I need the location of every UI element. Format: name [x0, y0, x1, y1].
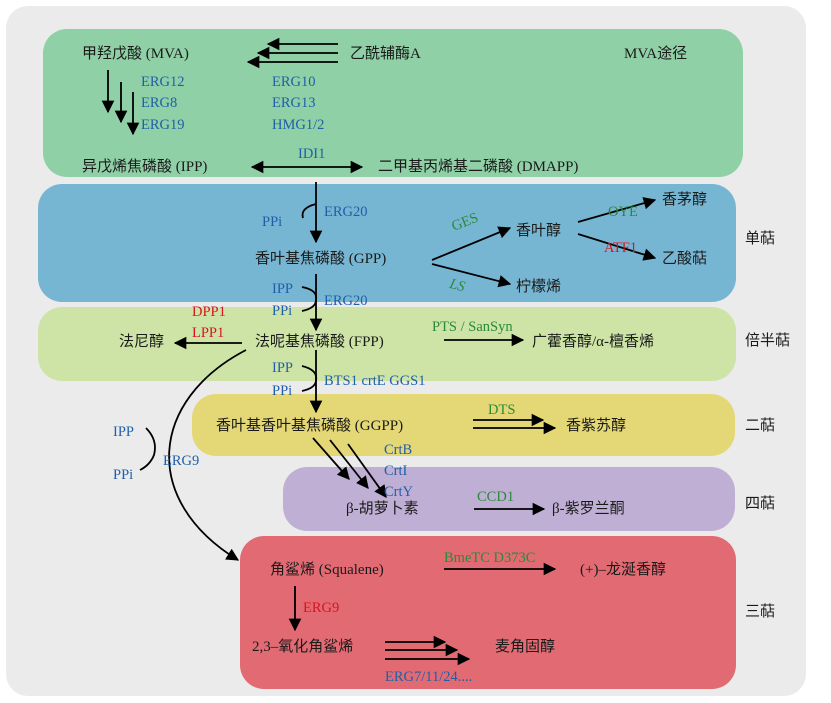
enzyme-crty: CrtY — [384, 484, 413, 500]
enzyme-erg20-1: ERG20 — [324, 204, 368, 220]
compound-fpp: 法呢基焦磷酸 (FPP) — [255, 334, 384, 350]
compound-squalene: 角鲨烯 (Squalene) — [270, 562, 384, 578]
compound-farnesol: 法尼醇 — [119, 334, 165, 350]
compound-gpp: 香叶基焦磷酸 (GPP) — [255, 251, 387, 267]
compound-citronellol: 香茅醇 — [662, 192, 708, 208]
compound-ambrein: (+)–龙涎香醇 — [580, 562, 666, 578]
ipp-uptake-2 — [301, 286, 318, 312]
cofactor-ppi-4: PPi — [113, 467, 134, 483]
compound-limonene: 柠檬烯 — [516, 279, 562, 295]
section-label-sesqui: 倍半萜 — [745, 333, 791, 349]
compound-ipp: 异戊烯焦磷酸 (IPP) — [82, 159, 208, 175]
section-label-di: 二萜 — [745, 418, 776, 434]
arrow-geraniol-citronellol — [577, 197, 657, 223]
enzyme-bmetc-d373c: BmeTC D373C — [444, 550, 536, 566]
compound-patchoulol: 广藿香醇/α-檀香烯 — [532, 334, 655, 350]
enzyme-erg7-11-24: ERG7/11/24.... — [385, 669, 473, 685]
arrow-fpp-squalene — [168, 349, 247, 561]
enzyme-erg13: ERG13 — [272, 95, 316, 111]
enzyme-crti: CrtI — [384, 463, 408, 479]
ppi-release-1 — [301, 203, 317, 219]
mva-pathway-band — [43, 29, 743, 177]
monoterpene-band — [38, 184, 736, 302]
arrow-ggpp-carotene-1 — [312, 437, 350, 480]
enzyme-hmg: HMG1/2 — [272, 117, 325, 133]
enzyme-erg12: ERG12 — [141, 74, 185, 90]
cofactor-ppi-1: PPi — [262, 214, 283, 230]
enzyme-lpp1: LPP1 — [192, 325, 225, 341]
compound-ergosterol: 麦角固醇 — [495, 639, 556, 655]
enzyme-idi1: IDI1 — [298, 146, 326, 162]
enzyme-erg9-1: ERG9 — [163, 453, 200, 469]
cofactor-ppi-3: PPi — [272, 383, 293, 399]
cofactor-ipp-3: IPP — [272, 360, 293, 376]
enzyme-crtb: CrtB — [384, 442, 413, 458]
section-label-tetra: 四萜 — [745, 496, 776, 512]
compound-beta-ionone: β-紫罗兰酮 — [552, 501, 625, 517]
cofactor-ipp-2: IPP — [272, 281, 293, 297]
enzyme-erg20-2: ERG20 — [324, 293, 368, 309]
diterpene-band — [192, 394, 735, 456]
compound-oxidosqualene: 2,3–氧化角鲨烯 — [252, 639, 354, 655]
compound-acetyl-coa: 乙酰辅酶A — [350, 46, 421, 62]
section-label-mva: MVA途径 — [624, 46, 688, 62]
cofactor-ipp-4: IPP — [113, 424, 134, 440]
section-label-tri: 三萜 — [745, 604, 776, 620]
compound-beta-carotene: β-胡萝卜素 — [346, 501, 419, 517]
compound-ggpp: 香叶基香叶基焦磷酸 (GGPP) — [216, 418, 404, 434]
arrow-gpp-limonene — [431, 263, 512, 288]
cofactor-ppi-2: PPi — [272, 303, 293, 319]
arrow-geraniol-acetate — [577, 233, 657, 261]
enzyme-ccd1: CCD1 — [477, 489, 515, 505]
enzyme-erg10: ERG10 — [272, 74, 316, 90]
compound-mva: 甲羟戊酸 (MVA) — [82, 46, 189, 62]
compound-geraniol: 香叶醇 — [516, 223, 562, 239]
compound-sclareol: 香紫苏醇 — [566, 418, 627, 434]
arrow-gpp-geraniol — [431, 226, 512, 261]
arrow-ggpp-carotene-3 — [347, 443, 387, 499]
enzyme-dts: DTS — [488, 402, 516, 418]
enzyme-erg8: ERG8 — [141, 95, 178, 111]
compound-geranyl-acetate: 乙酸萜 — [662, 251, 708, 267]
ipp-uptake-3 — [301, 365, 318, 392]
enzyme-erg9-2: ERG9 — [303, 600, 340, 616]
ipp-uptake-4 — [139, 427, 156, 471]
section-label-mono: 单萜 — [745, 231, 776, 247]
enzyme-dpp1: DPP1 — [192, 304, 226, 320]
arrow-ggpp-carotene-2 — [329, 439, 369, 489]
sesquiterpene-band — [38, 307, 736, 381]
enzyme-pts-sansyn: PTS / SanSyn — [432, 319, 513, 335]
enzyme-oye: OYE — [608, 204, 638, 220]
enzyme-bts1-crte-ggs1: BTS1 crtE GGS1 — [324, 373, 426, 389]
compound-dmapp: 二甲基丙烯基二磷酸 (DMAPP) — [378, 159, 579, 175]
enzyme-erg19: ERG19 — [141, 117, 185, 133]
triterpene-band — [240, 536, 736, 689]
enzyme-atf1: ATF1 — [604, 240, 638, 256]
